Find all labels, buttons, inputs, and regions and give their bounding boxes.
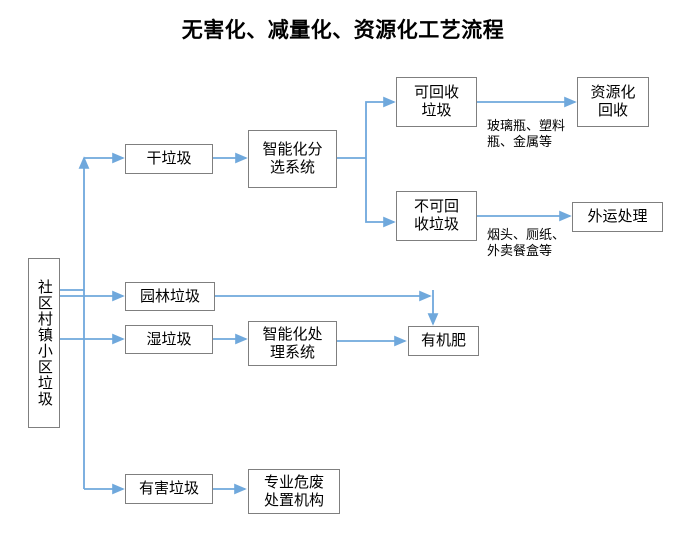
node-resource-recovery[interactable]: 资源化 回收	[577, 77, 649, 127]
node-organic-fertilizer[interactable]: 有机肥	[408, 326, 479, 356]
edge-sorting-to-recyclable	[365, 96, 396, 158]
node-source[interactable]: 社区村镇小区垃圾	[28, 258, 60, 428]
node-hazardous-waste-org[interactable]: 专业危废 处置机构	[248, 469, 340, 514]
node-harmful-waste[interactable]: 有害垃圾	[125, 474, 213, 504]
edge-sorting-to-nonrecyclable	[365, 158, 396, 228]
node-recyclable-waste[interactable]: 可回收 垃圾	[396, 77, 477, 127]
node-dry-waste[interactable]: 干垃圾	[125, 144, 213, 174]
node-transport-treatment[interactable]: 外运处理	[572, 202, 663, 232]
node-garden-waste[interactable]: 园林垃圾	[125, 282, 215, 311]
edge-label-recyclable-examples: 玻璃瓶、塑料 瓶、金属等	[487, 119, 566, 151]
edge-label-nonrecyclable-examples: 烟头、厕纸、 外卖餐盒等	[487, 228, 566, 260]
node-nonrecyclable-waste[interactable]: 不可回 收垃圾	[396, 191, 477, 241]
node-sorting-system[interactable]: 智能化分 选系统	[248, 130, 337, 188]
node-wet-waste[interactable]: 湿垃圾	[125, 325, 213, 354]
node-treatment-system[interactable]: 智能化处 理系统	[248, 321, 337, 366]
page-title: 无害化、减量化、资源化工艺流程	[181, 17, 505, 42]
